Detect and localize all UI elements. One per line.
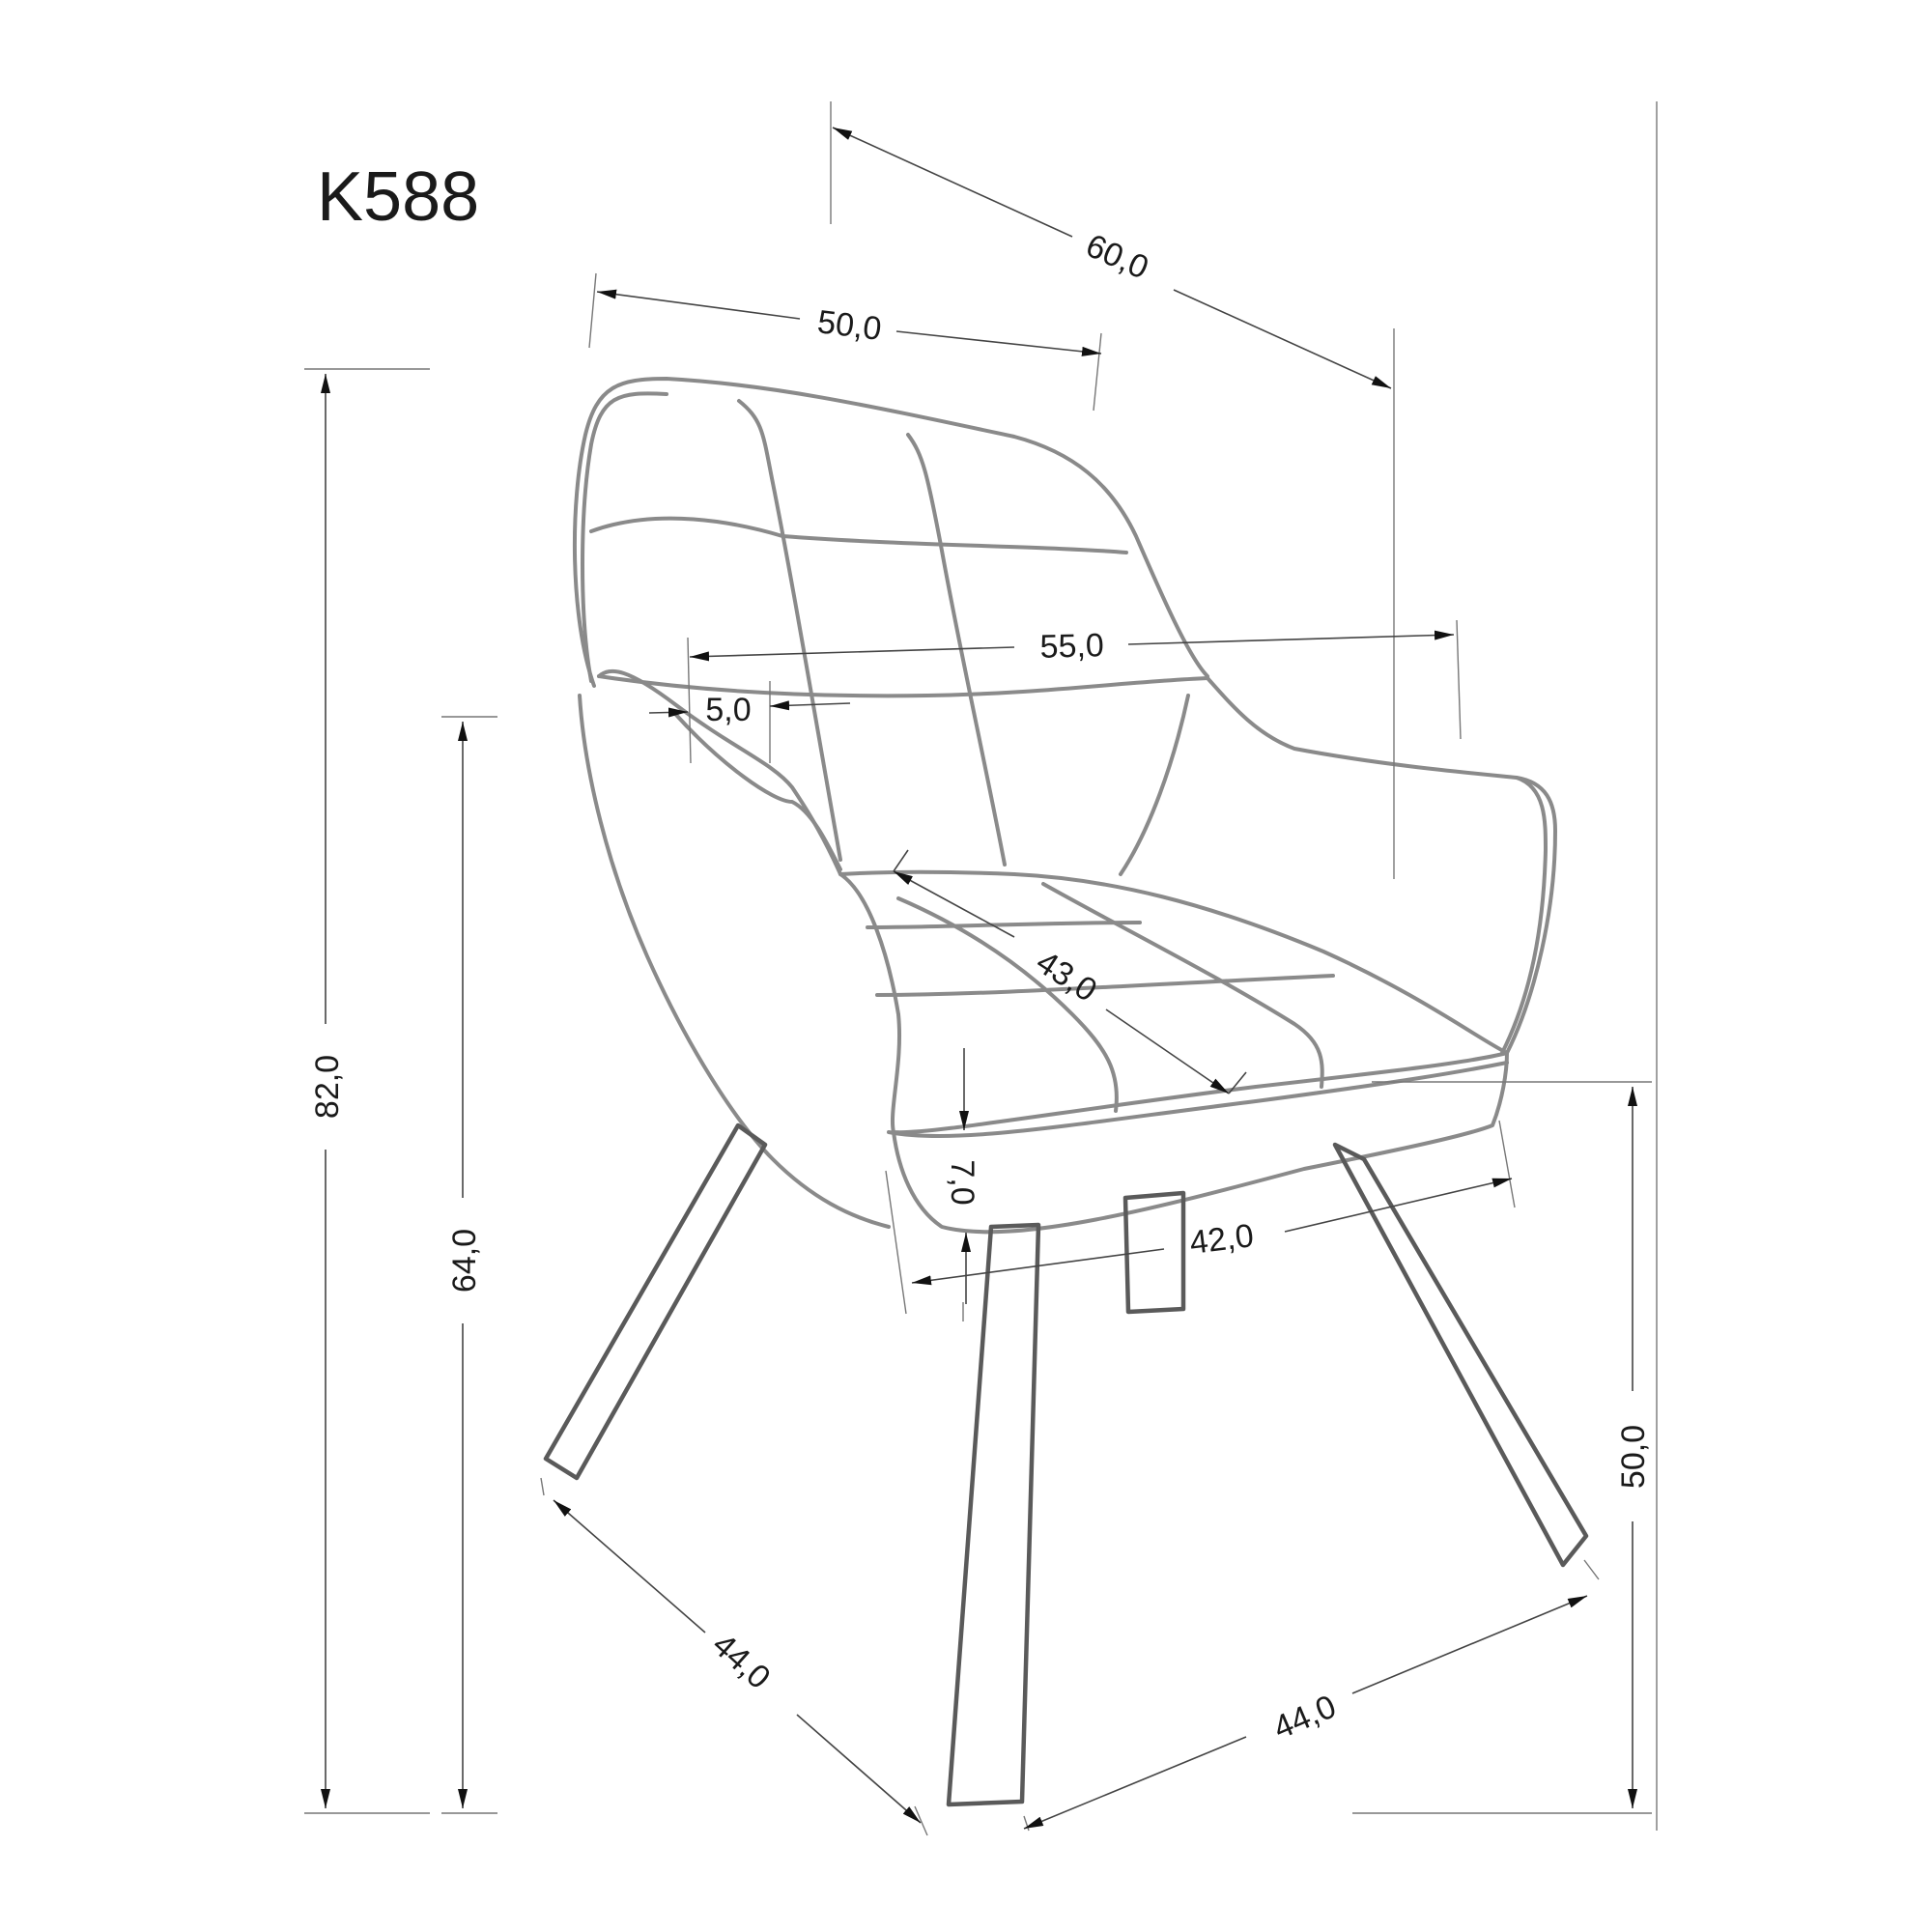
backrest-seam-v2 bbox=[906, 433, 1007, 867]
dim-line-seat-width-a bbox=[911, 1248, 1165, 1286]
left-armrest-inner bbox=[674, 713, 842, 871]
extension-lines bbox=[304, 101, 1658, 1836]
backrest-inner bbox=[581, 391, 668, 683]
label-depth-total: 60,0 bbox=[1081, 227, 1154, 287]
label-base-left: 44,0 bbox=[705, 1627, 778, 1697]
seat-base bbox=[892, 1051, 1509, 1235]
label-width-backrest: 50,0 bbox=[815, 303, 883, 348]
backrest-lower bbox=[597, 674, 1209, 698]
dim-line-base-left-a bbox=[553, 1499, 706, 1634]
right-armrest-front bbox=[1500, 776, 1548, 1055]
dim-line-seat-depth-a bbox=[893, 870, 1015, 938]
label-height-total: 82,0 bbox=[309, 1055, 346, 1119]
seat-seam-v1 bbox=[896, 896, 1119, 1113]
dimension-labels: 60,0 50,0 55,0 5,0 43,0 7,0 42,0 82,0 64… bbox=[309, 227, 1652, 1747]
dim-line-depth-total-a bbox=[832, 127, 1073, 238]
right-armrest-top bbox=[1206, 676, 1557, 1055]
backrest-seam-h bbox=[589, 516, 1128, 554]
dim-line-armrests-a bbox=[689, 646, 1015, 662]
chair-outline bbox=[572, 377, 1557, 1235]
backrest-outline bbox=[572, 377, 1209, 688]
label-base-right: 44,0 bbox=[1268, 1688, 1342, 1747]
right-armrest-inner bbox=[1119, 694, 1190, 876]
dim-line-seat-depth-b bbox=[1105, 1009, 1230, 1094]
label-armrest-thickness: 5,0 bbox=[705, 692, 751, 728]
dimension-lines bbox=[321, 127, 1637, 1830]
leg-right bbox=[1332, 1142, 1589, 1568]
seat-front-lower bbox=[887, 1061, 1509, 1139]
label-seat-height: 50,0 bbox=[1615, 1425, 1652, 1489]
backrest-seam-v1 bbox=[737, 399, 842, 862]
seat-outline bbox=[838, 869, 1509, 1135]
chair-legs bbox=[543, 1122, 1589, 1807]
leg-front bbox=[946, 1222, 1041, 1807]
label-width-armrests: 55,0 bbox=[1039, 627, 1104, 666]
dim-line-depth-total-b bbox=[1173, 289, 1392, 389]
dim-line-armrests-b bbox=[1127, 630, 1455, 645]
seat-seam-v2 bbox=[1041, 882, 1324, 1089]
dim-line-base-left-b bbox=[796, 1714, 922, 1824]
label-armrest-height: 64,0 bbox=[446, 1229, 483, 1293]
left-armrest-outer bbox=[578, 694, 891, 1229]
seat-seam-h1 bbox=[866, 921, 1142, 929]
leg-left bbox=[543, 1122, 768, 1481]
dim-line-armrest-thickness-a bbox=[648, 707, 689, 718]
leg-back bbox=[1122, 1190, 1186, 1315]
model-title: K588 bbox=[317, 158, 479, 236]
dim-line-base-right-b bbox=[1351, 1595, 1588, 1694]
label-seat-width: 42,0 bbox=[1187, 1217, 1255, 1262]
label-seat-depth: 43,0 bbox=[1030, 944, 1103, 1009]
dim-line-seat-width-b bbox=[1284, 1178, 1513, 1233]
label-seat-thickness: 7,0 bbox=[944, 1159, 980, 1205]
dim-line-backrest-a bbox=[596, 289, 801, 320]
seat-seam-h2 bbox=[875, 974, 1335, 997]
dim-line-backrest-b bbox=[895, 330, 1102, 356]
dim-line-armrest-thickness-b bbox=[769, 700, 851, 711]
dim-line-base-right-a bbox=[1023, 1736, 1247, 1830]
